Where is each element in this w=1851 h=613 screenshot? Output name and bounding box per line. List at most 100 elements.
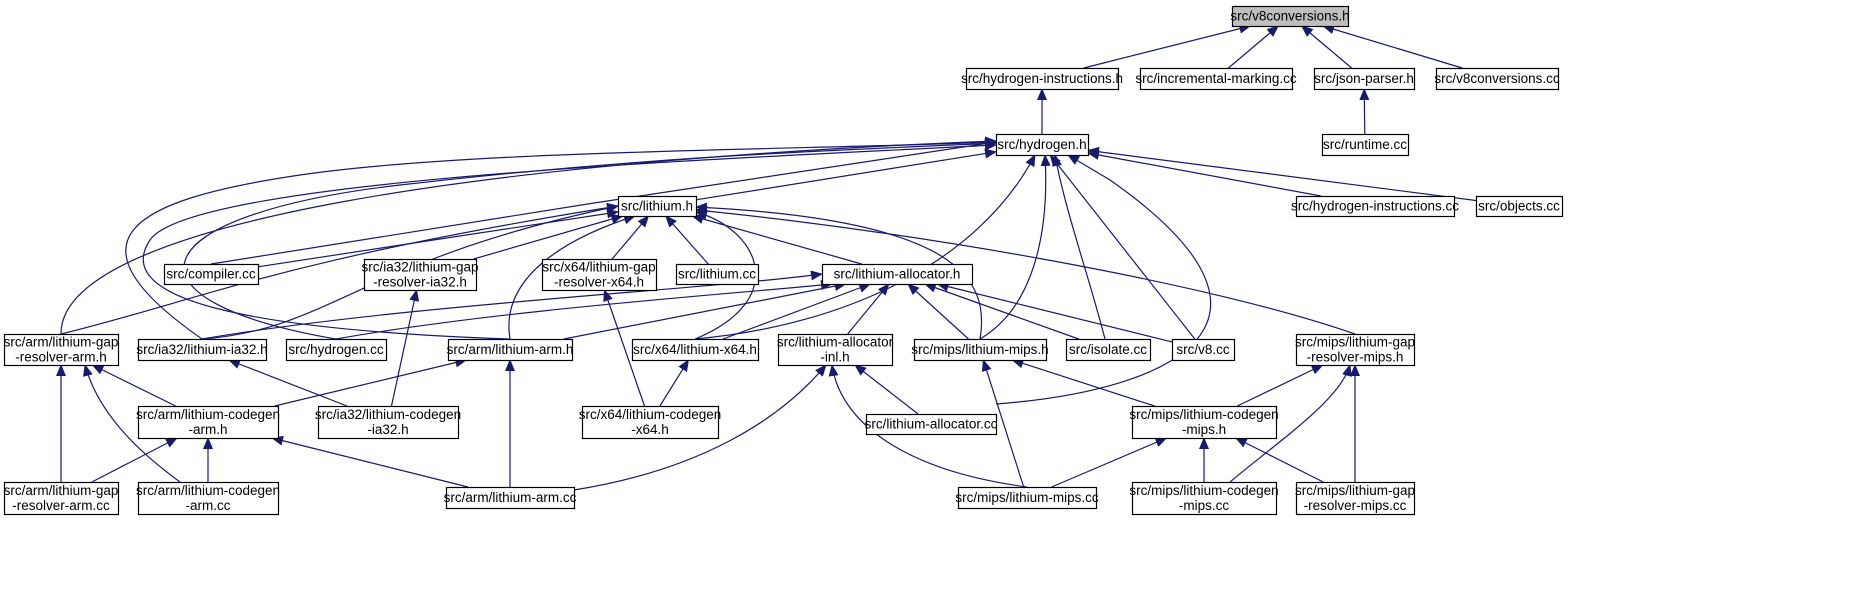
- node-label: src/arm/lithium-gap: [4, 483, 119, 498]
- node-box: [865, 413, 998, 436]
- node-label: src/v8.cc: [1176, 342, 1230, 357]
- node-mips-gap-h[interactable]: src/mips/lithium-gap-resolver-mips.h: [1295, 333, 1416, 367]
- node-arm-codegen-h[interactable]: src/arm/lithium-codegen-arm.h: [136, 405, 280, 440]
- node-label: src/hydrogen.h: [997, 137, 1086, 152]
- edge-mips-lithium-cc-to-mips-codegen-h: [1051, 437, 1168, 488]
- edge-ia32-lithium-h-to-hydrogen-h: [125, 137, 997, 340]
- edge-lithium-allocator-cc-to-hydrogen-h: [995, 154, 1212, 405]
- node-label: src/v8conversions.cc: [1434, 71, 1560, 86]
- node-arm-gap-h[interactable]: src/arm/lithium-gap-resolver-arm.h: [3, 333, 120, 367]
- edge-hydrogen-instructions-cc-to-hydrogen-h: [1087, 150, 1322, 197]
- node-x64-codegen-h[interactable]: src/x64/lithium-codegen-x64.h: [579, 405, 722, 440]
- node-mips-codegen-cc[interactable]: src/mips/lithium-codegen-mips.cc: [1129, 481, 1279, 516]
- node-hydrogen-instructions-h[interactable]: src/hydrogen-instructions.h: [961, 67, 1123, 91]
- edge-json-parser-h-to-v8conversions-h: [1301, 25, 1352, 69]
- edge-x64-lithium-h-to-lithium-allocator-h: [722, 283, 872, 340]
- node-hydrogen-h[interactable]: src/hydrogen.h: [995, 133, 1090, 157]
- node-label: src/arm/lithium-codegen: [136, 407, 280, 422]
- edge-mips-codegen-h-to-mips-lithium-h: [1011, 358, 1155, 407]
- edge-lithium-cc-to-lithium-h: [665, 215, 709, 265]
- node-box: [1139, 67, 1294, 91]
- node-label: src/mips/lithium-mips.cc: [955, 490, 1099, 505]
- node-allocator-inl-h[interactable]: src/lithium-allocator-inl.h: [777, 333, 894, 367]
- node-isolate-cc[interactable]: src/isolate.cc: [1065, 338, 1152, 362]
- node-ia32-codegen-h[interactable]: src/ia32/lithium-codegen-ia32.h: [315, 405, 461, 440]
- edge-mips-codegen-cc-to-mips-gap-h: [1229, 364, 1352, 483]
- node-label: src/lithium.h: [621, 199, 693, 214]
- node-v8-cc[interactable]: src/v8.cc: [1171, 338, 1236, 362]
- edge-x64-gap-h-to-lithium-h: [611, 215, 650, 260]
- node-ia32-gap-h[interactable]: src/ia32/lithium-gap-resolver-ia32.h: [361, 258, 479, 292]
- node-v8conversions-cc[interactable]: src/v8conversions.cc: [1434, 67, 1560, 91]
- edge-mips-lithium-h-to-hydrogen-h: [979, 154, 1051, 340]
- node-mips-gap-cc[interactable]: src/mips/lithium-gap-resolver-mips.cc: [1295, 481, 1416, 516]
- node-label: -resolver-arm.cc: [12, 498, 110, 513]
- node-label: -x64.h: [631, 422, 669, 437]
- node-arm-codegen-cc[interactable]: src/arm/lithium-codegen-arm.cc: [136, 481, 280, 516]
- edge-compiler-cc-to-lithium-h: [257, 208, 619, 268]
- node-hydrogen-cc[interactable]: src/hydrogen.cc: [285, 338, 388, 362]
- edge-lithium-allocator-cc-to-allocator-inl-h: [854, 364, 919, 415]
- node-box: [3, 481, 120, 516]
- node-label: src/v8conversions.h: [1230, 9, 1349, 24]
- edge-allocator-inl-h-to-lithium-allocator-h: [847, 283, 890, 335]
- node-compiler-cc[interactable]: src/compiler.cc: [163, 263, 260, 286]
- node-label: src/hydrogen.cc: [288, 342, 384, 357]
- node-label: src/runtime.cc: [1323, 137, 1407, 152]
- node-mips-lithium-h[interactable]: src/mips/lithium-mips.h: [911, 338, 1049, 362]
- node-incremental-marking-cc[interactable]: src/incremental-marking.cc: [1135, 67, 1297, 91]
- edge-isolate-cc-to-hydrogen-h: [1052, 154, 1106, 340]
- node-box: [137, 338, 268, 362]
- edge-arm-gap-cc-to-arm-codegen-h: [91, 437, 178, 483]
- node-json-parser-h[interactable]: src/json-parser.h: [1313, 67, 1416, 91]
- node-lithium-allocator-cc[interactable]: src/lithium-allocator.cc: [865, 413, 998, 436]
- node-box: [1313, 67, 1416, 91]
- node-arm-gap-cc[interactable]: src/arm/lithium-gap-resolver-arm.cc: [3, 481, 120, 516]
- node-lithium-cc[interactable]: src/lithium.cc: [675, 263, 760, 286]
- edges-layer: [56, 23, 1477, 491]
- node-box: [137, 481, 280, 516]
- node-v8conversions-h[interactable]: src/v8conversions.h: [1230, 5, 1350, 28]
- node-box: [675, 263, 760, 286]
- edge-arm-lithium-h-to-lithium-h: [508, 214, 636, 340]
- node-label: -resolver-arm.h: [15, 350, 107, 365]
- node-mips-codegen-h[interactable]: src/mips/lithium-codegen-mips.h: [1129, 405, 1279, 440]
- node-box: [163, 263, 260, 286]
- node-lithium-h[interactable]: src/lithium.h: [617, 195, 698, 218]
- node-x64-lithium-h[interactable]: src/x64/lithium-x64.h: [631, 338, 760, 362]
- nodes-layer: src/v8conversions.h src/hydrogen-instruct…: [3, 5, 1564, 516]
- node-label: -mips.cc: [1179, 498, 1229, 513]
- node-box: [445, 486, 576, 510]
- node-objects-cc[interactable]: src/objects.cc: [1475, 195, 1564, 218]
- node-label: src/hydrogen-instructions.cc: [1291, 199, 1459, 214]
- edge-arm-gap-h-to-hydrogen-h: [60, 136, 997, 335]
- node-mips-lithium-cc[interactable]: src/mips/lithium-mips.cc: [955, 486, 1099, 510]
- node-box: [1131, 405, 1278, 440]
- node-arm-lithium-h[interactable]: src/arm/lithium-arm.h: [447, 338, 574, 362]
- node-label: src/ia32/lithium-codegen: [315, 407, 461, 422]
- node-box: [1171, 338, 1236, 362]
- node-label: src/lithium-allocator: [777, 335, 894, 350]
- node-x64-gap-h[interactable]: src/x64/lithium-gap-resolver-x64.h: [541, 258, 658, 292]
- node-arm-lithium-cc[interactable]: src/arm/lithium-arm.cc: [444, 486, 577, 510]
- edge-arm-codegen-cc-to-arm-gap-h: [83, 364, 181, 483]
- node-box: [3, 333, 120, 367]
- edge-v8-cc-to-lithium-allocator-h: [936, 281, 1173, 343]
- node-label: -resolver-ia32.h: [373, 275, 467, 290]
- node-box: [631, 338, 760, 362]
- node-label: src/hydrogen-instructions.h: [961, 71, 1123, 86]
- node-ia32-lithium-h[interactable]: src/ia32/lithium-ia32.h: [136, 338, 268, 362]
- edge-mips-lithium-cc-to-mips-lithium-h: [981, 359, 1025, 488]
- node-box: [965, 67, 1120, 91]
- node-label: src/lithium-allocator.h: [834, 267, 961, 282]
- node-box: [1435, 67, 1560, 91]
- node-hydrogen-instructions-cc[interactable]: src/hydrogen-instructions.cc: [1291, 195, 1459, 218]
- node-label: -arm.h: [188, 422, 227, 437]
- node-label: src/ia32/lithium-gap: [361, 260, 478, 275]
- node-label: src/mips/lithium-codegen: [1129, 483, 1278, 498]
- node-label: -resolver-mips.h: [1307, 350, 1404, 365]
- edge-arm-lithium-h-to-hydrogen-h: [142, 140, 997, 340]
- node-label: src/lithium.cc: [678, 267, 756, 282]
- node-lithium-allocator-h[interactable]: src/lithium-allocator.h: [821, 263, 974, 286]
- node-runtime-cc[interactable]: src/runtime.cc: [1321, 133, 1410, 157]
